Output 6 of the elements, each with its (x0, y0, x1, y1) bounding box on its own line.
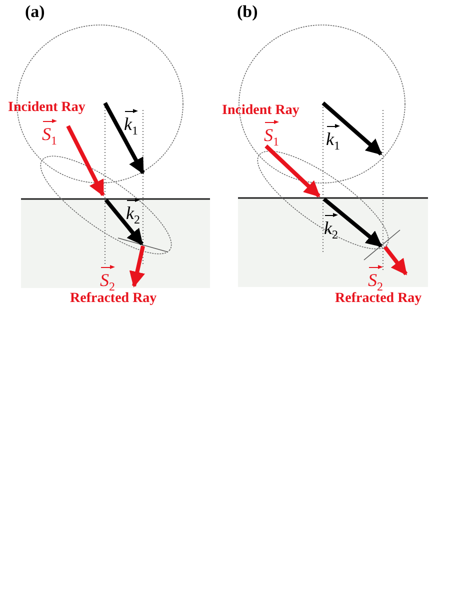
ray-label: Refracted Ray (70, 292, 157, 306)
ray-label: Refracted Ray (335, 292, 422, 306)
ray-label: Incident Ray (222, 104, 300, 118)
panel-label: (b) (237, 3, 258, 20)
panel-label: (a) (25, 3, 45, 20)
ray-label: Incident Ray (8, 101, 86, 115)
